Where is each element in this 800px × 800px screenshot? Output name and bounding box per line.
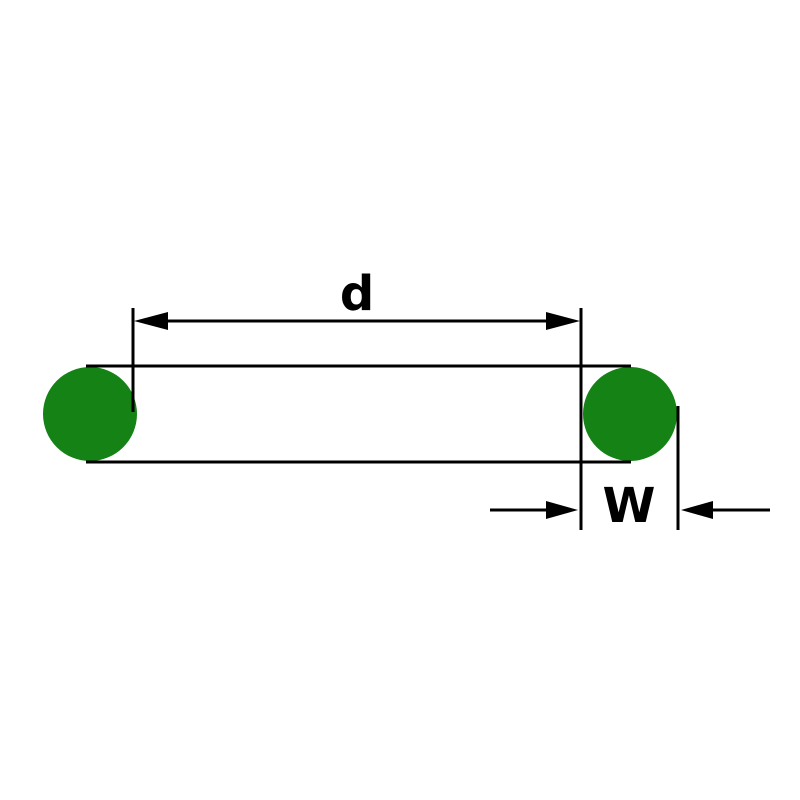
oring-right-cross-section-circle <box>583 367 677 461</box>
d-dimension-label: d <box>340 266 374 322</box>
w-dimension-label: W <box>603 478 656 534</box>
w-right-arrowhead-icon <box>681 501 713 519</box>
oring-left-cross-section-circle <box>43 367 137 461</box>
d-left-arrowhead-icon <box>134 312 168 330</box>
w-left-arrowhead-icon <box>546 501 578 519</box>
d-right-arrowhead-icon <box>546 312 580 330</box>
